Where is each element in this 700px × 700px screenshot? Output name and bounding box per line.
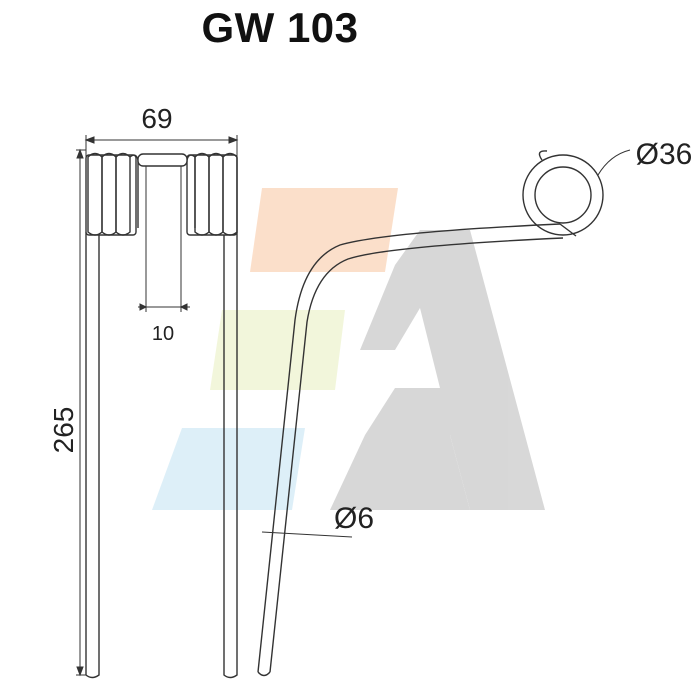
dim-gap-label: 10: [152, 323, 174, 345]
dim-height-label: 265: [48, 407, 79, 454]
dim-width-label: 69: [141, 103, 172, 134]
connecting-bar: [137, 153, 188, 167]
left-coil: [85, 152, 139, 236]
side-view: [257, 150, 604, 677]
dim-wire-diameter-label: Ø6: [334, 502, 374, 535]
dim-coil-diameter-label: Ø36: [636, 138, 693, 171]
tine-outer: [257, 223, 561, 673]
tine-inner: [269, 237, 564, 673]
leader-lines: [261, 149, 631, 538]
right-leg: [223, 232, 238, 679]
product-title: GW 103: [201, 4, 359, 51]
dimension-lines: [76, 135, 239, 677]
coil-inner: [534, 166, 592, 224]
watermark-logo: [152, 188, 545, 510]
right-coil: [186, 152, 238, 236]
coil-outer: [522, 154, 604, 236]
front-view: [85, 152, 238, 679]
left-leg: [85, 232, 100, 679]
